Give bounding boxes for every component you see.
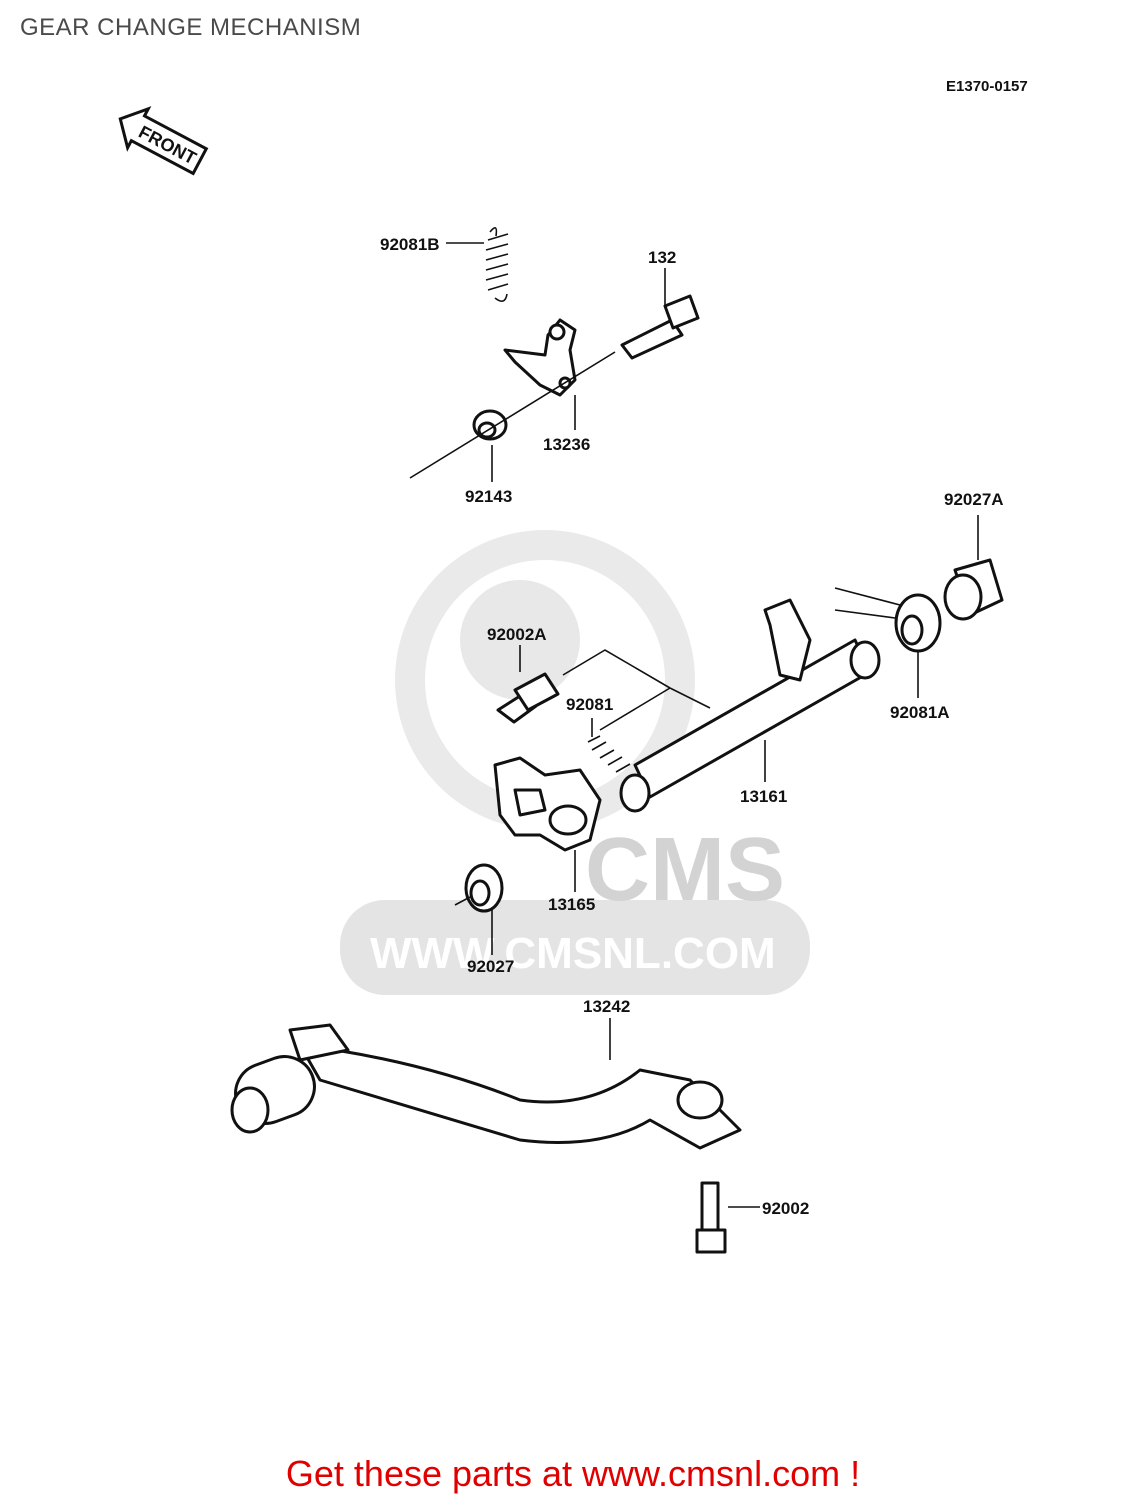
- part-label-13242: 13242: [583, 997, 630, 1016]
- watermark: CMS WWW.CMSNL.COM: [340, 530, 810, 995]
- collar-92027-part: [464, 863, 504, 913]
- part-label-13165: 13165: [548, 895, 595, 914]
- collar-92027a-part: [943, 558, 1004, 621]
- watermark-text: WWW.CMSNL.COM: [370, 929, 776, 978]
- part-label-92027a: 92027A: [944, 490, 1004, 509]
- spring-92081b-part: [485, 227, 509, 302]
- part-label-92027: 92027: [467, 957, 514, 976]
- diagram-code: E1370-0157: [946, 78, 1028, 95]
- part-label-92081b: 92081B: [380, 235, 440, 254]
- part-label-92002a: 92002A: [487, 625, 547, 644]
- front-arrow-icon: FRONT: [118, 106, 209, 176]
- part-label-92081a: 92081A: [890, 703, 950, 722]
- shift-pedal-13242-part: [230, 1023, 742, 1150]
- part-label-92002: 92002: [762, 1199, 809, 1218]
- part-label-13161: 13161: [740, 787, 787, 806]
- spring-92081a-part: [834, 587, 942, 653]
- bolt-132-part: [620, 294, 700, 360]
- plate-13165-part: [493, 756, 602, 852]
- footer-link[interactable]: Get these parts at www.cmsnl.com !: [285, 1453, 861, 1494]
- part-label-92081: 92081: [566, 695, 613, 714]
- shaft-13161-part: [619, 598, 881, 813]
- part-label-92143: 92143: [465, 487, 512, 506]
- page-title: GEAR CHANGE MECHANISM: [20, 14, 362, 41]
- bolt-92002a-part: [496, 672, 560, 724]
- bolt-92002-part: [695, 1181, 727, 1254]
- part-label-13236: 13236: [543, 435, 590, 454]
- part-label-132: 132: [648, 248, 676, 267]
- watermark-logo: CMS: [585, 820, 785, 920]
- spring-92081-part: [587, 735, 631, 773]
